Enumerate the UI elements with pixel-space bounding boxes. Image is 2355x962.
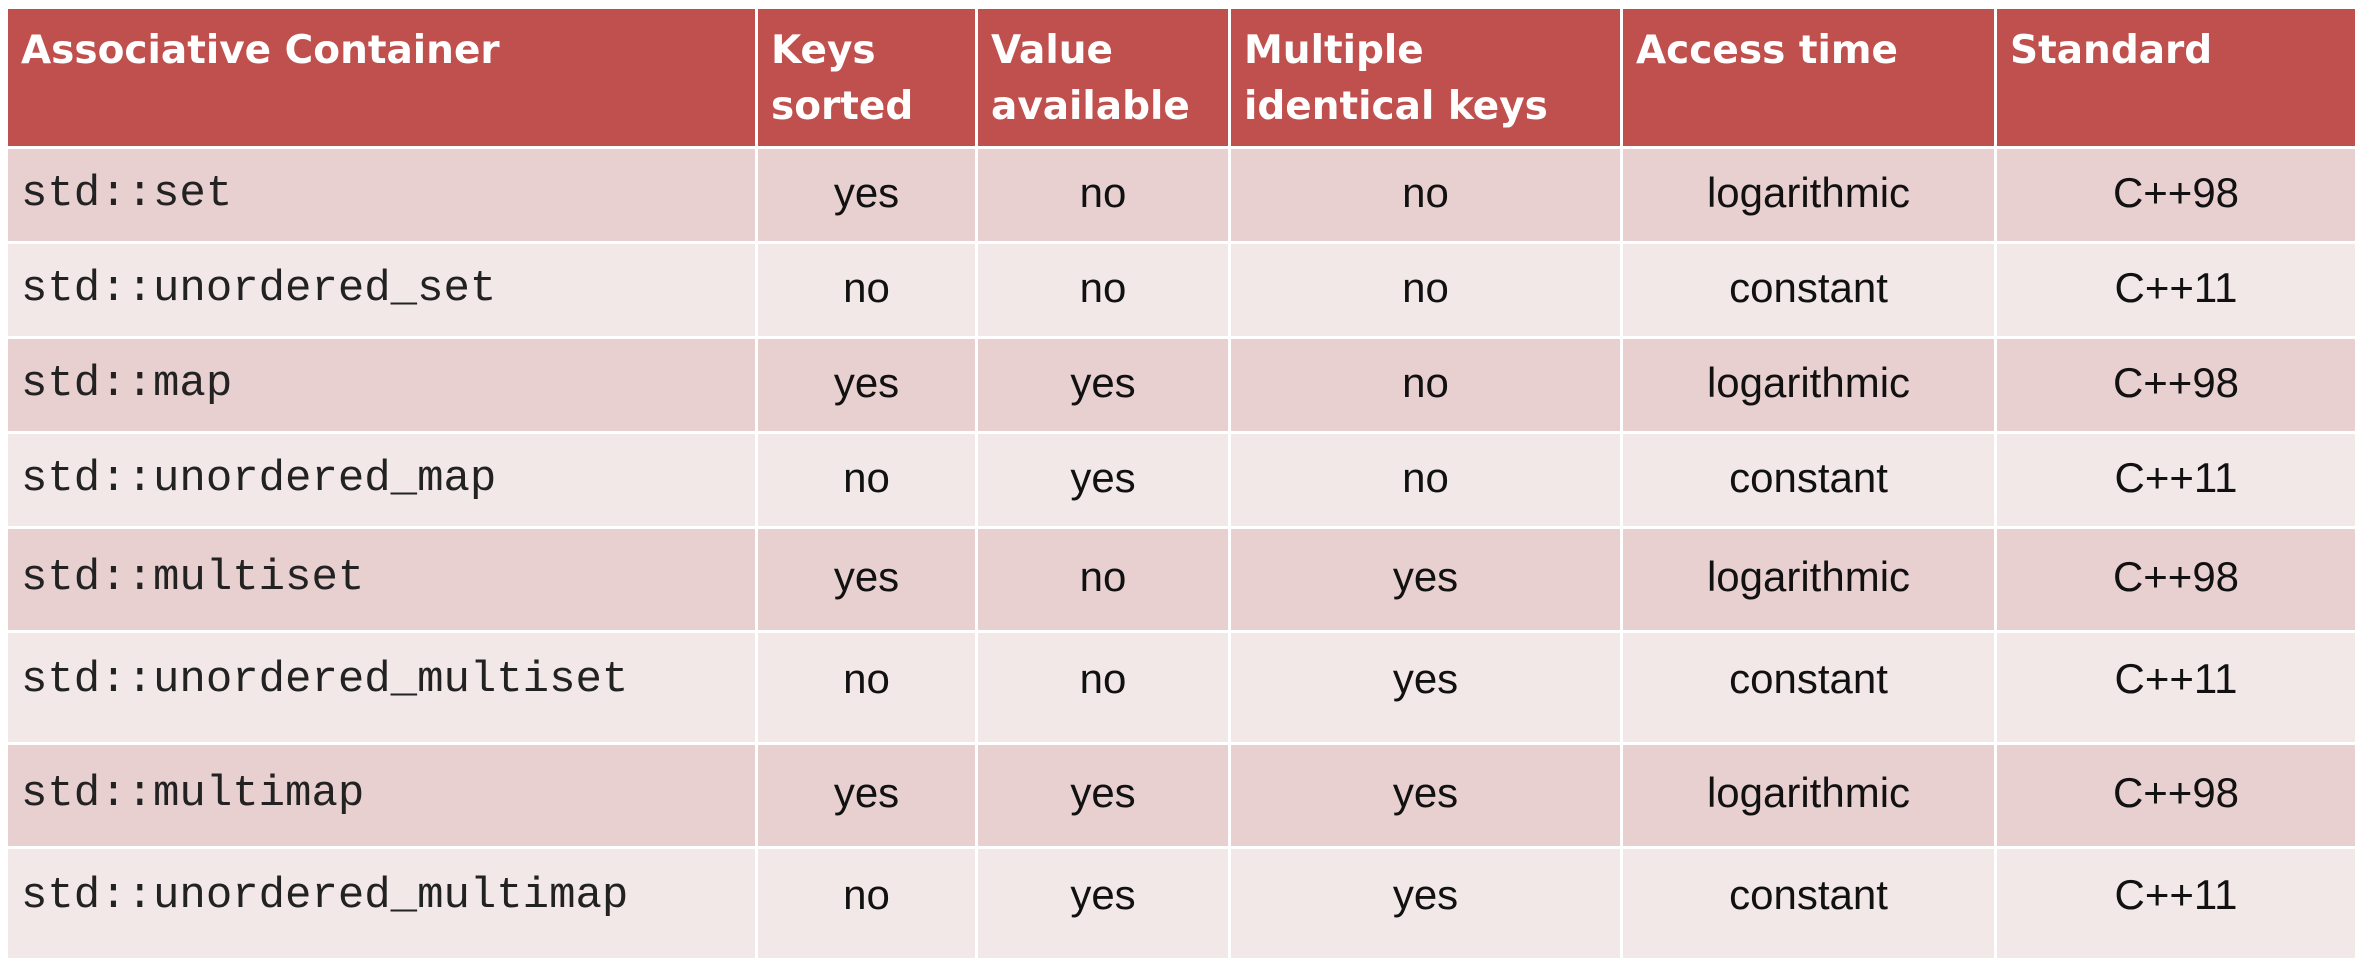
- multiple-identical-keys-cell: no: [1228, 241, 1623, 339]
- container-name-cell: std::unordered_map: [5, 431, 758, 529]
- value-available-cell: yes: [975, 336, 1231, 434]
- keys-sorted-cell: yes: [755, 146, 978, 244]
- container-name-cell: std::multiset: [5, 526, 758, 633]
- value-available-cell: yes: [975, 846, 1231, 961]
- value-available-cell: no: [975, 630, 1231, 745]
- access-time-cell: constant: [1620, 431, 1997, 529]
- multiple-identical-keys-cell: no: [1228, 431, 1623, 529]
- keys-sorted-cell: no: [755, 846, 978, 961]
- container-name-cell: std::map: [5, 336, 758, 434]
- keys-sorted-cell: no: [755, 630, 978, 745]
- value-available-cell: yes: [975, 431, 1231, 529]
- value-available-cell: no: [975, 241, 1231, 339]
- header-multiple-identical-keys: Multiple identical keys: [1228, 6, 1623, 149]
- standard-cell: C++98: [1994, 146, 2355, 244]
- header-standard: Standard: [1994, 6, 2355, 149]
- table-row: std::multimap yes yes yes logarithmic C+…: [5, 742, 2355, 849]
- header-associative-container: Associative Container: [5, 6, 758, 149]
- table-row: std::unordered_map no yes no constant C+…: [5, 431, 2355, 529]
- container-name-cell: std::unordered_multimap: [5, 846, 758, 961]
- access-time-cell: constant: [1620, 241, 1997, 339]
- standard-cell: C++11: [1994, 630, 2355, 745]
- container-name-cell: std::unordered_set: [5, 241, 758, 339]
- associative-containers-table-wrapper: Associative Container Keys sorted Value …: [5, 6, 2355, 961]
- header-value-available: Value available: [975, 6, 1231, 149]
- multiple-identical-keys-cell: yes: [1228, 846, 1623, 961]
- keys-sorted-cell: yes: [755, 742, 978, 849]
- table-row: std::set yes no no logarithmic C++98: [5, 146, 2355, 244]
- multiple-identical-keys-cell: yes: [1228, 526, 1623, 633]
- value-available-cell: no: [975, 146, 1231, 244]
- multiple-identical-keys-cell: yes: [1228, 630, 1623, 745]
- table-header: Associative Container Keys sorted Value …: [5, 6, 2355, 149]
- table-row: std::unordered_multiset no no yes consta…: [5, 630, 2355, 745]
- standard-cell: C++98: [1994, 742, 2355, 849]
- table-row: std::unordered_multimap no yes yes const…: [5, 846, 2355, 961]
- container-name-cell: std::set: [5, 146, 758, 244]
- table-body: std::set yes no no logarithmic C++98 std…: [5, 146, 2355, 961]
- header-access-time: Access time: [1620, 6, 1997, 149]
- table-row: std::multiset yes no yes logarithmic C++…: [5, 526, 2355, 633]
- access-time-cell: logarithmic: [1620, 742, 1997, 849]
- standard-cell: C++98: [1994, 526, 2355, 633]
- standard-cell: C++98: [1994, 336, 2355, 434]
- standard-cell: C++11: [1994, 846, 2355, 961]
- access-time-cell: constant: [1620, 846, 1997, 961]
- access-time-cell: constant: [1620, 630, 1997, 745]
- keys-sorted-cell: yes: [755, 336, 978, 434]
- table-row: std::map yes yes no logarithmic C++98: [5, 336, 2355, 434]
- value-available-cell: yes: [975, 742, 1231, 849]
- container-name-cell: std::multimap: [5, 742, 758, 849]
- value-available-cell: no: [975, 526, 1231, 633]
- standard-cell: C++11: [1994, 241, 2355, 339]
- keys-sorted-cell: yes: [755, 526, 978, 633]
- keys-sorted-cell: no: [755, 241, 978, 339]
- header-row: Associative Container Keys sorted Value …: [5, 6, 2355, 149]
- multiple-identical-keys-cell: yes: [1228, 742, 1623, 849]
- multiple-identical-keys-cell: no: [1228, 146, 1623, 244]
- header-keys-sorted: Keys sorted: [755, 6, 978, 149]
- standard-cell: C++11: [1994, 431, 2355, 529]
- table-row: std::unordered_set no no no constant C++…: [5, 241, 2355, 339]
- container-name-cell: std::unordered_multiset: [5, 630, 758, 745]
- access-time-cell: logarithmic: [1620, 146, 1997, 244]
- access-time-cell: logarithmic: [1620, 526, 1997, 633]
- access-time-cell: logarithmic: [1620, 336, 1997, 434]
- keys-sorted-cell: no: [755, 431, 978, 529]
- associative-containers-table: Associative Container Keys sorted Value …: [5, 6, 2355, 961]
- multiple-identical-keys-cell: no: [1228, 336, 1623, 434]
